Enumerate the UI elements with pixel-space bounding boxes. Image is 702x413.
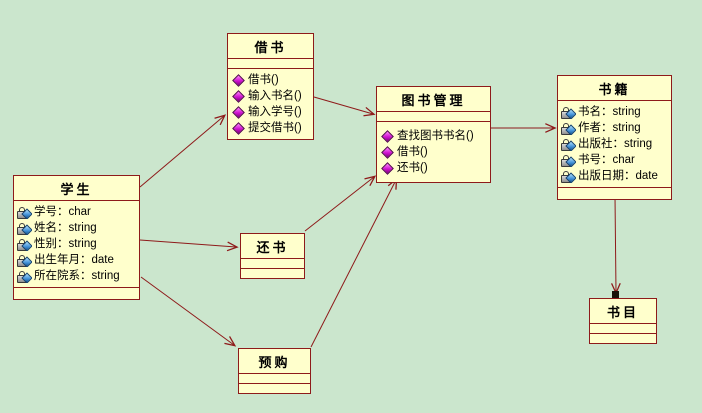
lock-icon (17, 238, 32, 251)
operation-icon (232, 89, 245, 103)
attribute-item: 姓名：string (17, 220, 137, 236)
attribute-item: 书名：string (561, 104, 669, 120)
class-title: 图书管理 (401, 93, 466, 108)
lock-icon (561, 154, 576, 167)
attribute-item: 书号：char (561, 152, 669, 168)
selection-handle-bottom[interactable] (612, 291, 619, 298)
lock-icon (17, 270, 32, 283)
attributes-compartment (239, 373, 310, 383)
attribute-item: 出版社：string (561, 136, 669, 152)
operation-icon (232, 121, 245, 135)
attribute-item: 出版日期：date (561, 168, 669, 184)
attribute-item: 出生年月：date (17, 252, 137, 268)
class-book[interactable]: 书籍 书名：string 作者：string 出版社：string 书号：cha… (557, 75, 672, 200)
operation-icon (381, 161, 394, 175)
operation-item: 输入书名() (231, 88, 311, 104)
attribute-item: 所在院系：string (17, 268, 137, 284)
class-title: 借书 (254, 40, 287, 55)
operation-icon (381, 145, 394, 159)
operations-compartment (239, 383, 310, 393)
operation-icon (381, 129, 394, 143)
class-preorder[interactable]: 预购 (238, 348, 311, 394)
edge-book-catalog[interactable] (610, 195, 621, 295)
operation-item: 借书() (380, 144, 488, 160)
edge-student-preorder[interactable] (140, 276, 237, 347)
lock-icon (561, 170, 576, 183)
class-student[interactable]: 学生 学号：char 姓名：string 性别：string 出生年月：date… (13, 175, 140, 300)
operations-compartment (241, 268, 304, 278)
operation-item: 提交借书() (231, 120, 311, 136)
lock-icon (561, 122, 576, 135)
operation-icon (232, 73, 245, 87)
operations-compartment: 查找图书书名() 借书() 还书() (377, 121, 490, 182)
lock-icon (17, 206, 32, 219)
edge-borrow-manage[interactable] (313, 96, 376, 117)
edge-student-return[interactable] (139, 239, 239, 252)
edge-return-manage[interactable] (304, 175, 377, 232)
attributes-compartment: 学号：char 姓名：string 性别：string 出生年月：date 所在… (14, 200, 139, 287)
attributes-compartment (377, 111, 490, 121)
class-return[interactable]: 还书 (240, 233, 305, 279)
operations-compartment: 借书() 输入书名() 输入学号() 提交借书() (228, 68, 313, 139)
class-title: 书籍 (598, 82, 631, 97)
attribute-item: 学号：char (17, 204, 137, 220)
class-title: 还书 (256, 240, 289, 255)
edge-student-borrow[interactable] (139, 114, 227, 188)
attributes-compartment: 书名：string 作者：string 出版社：string 书号：char 出… (558, 100, 671, 187)
class-book-management[interactable]: 图书管理 查找图书书名() 借书() 还书() (376, 86, 491, 183)
attributes-compartment (241, 258, 304, 268)
lock-icon (17, 222, 32, 235)
operations-compartment (14, 287, 139, 299)
operation-icon (232, 105, 245, 119)
operations-compartment (590, 333, 656, 343)
operations-compartment (558, 187, 671, 199)
operation-item: 还书() (380, 160, 488, 176)
class-title: 学生 (60, 182, 93, 197)
lock-icon (561, 106, 576, 119)
operation-item: 借书() (231, 72, 311, 88)
lock-icon (17, 254, 32, 267)
class-title: 书目 (606, 305, 639, 320)
attribute-item: 性别：string (17, 236, 137, 252)
class-catalog[interactable]: 书目 (589, 298, 657, 344)
operation-item: 输入学号() (231, 104, 311, 120)
lock-icon (561, 138, 576, 151)
edge-preorder-manage[interactable] (310, 177, 398, 348)
attribute-item: 作者：string (561, 120, 669, 136)
operation-item: 查找图书书名() (380, 128, 488, 144)
attributes-compartment (228, 58, 313, 68)
class-borrow[interactable]: 借书 借书() 输入书名() 输入学号() 提交借书() (227, 33, 314, 140)
attributes-compartment (590, 323, 656, 333)
class-title: 预购 (258, 355, 291, 370)
